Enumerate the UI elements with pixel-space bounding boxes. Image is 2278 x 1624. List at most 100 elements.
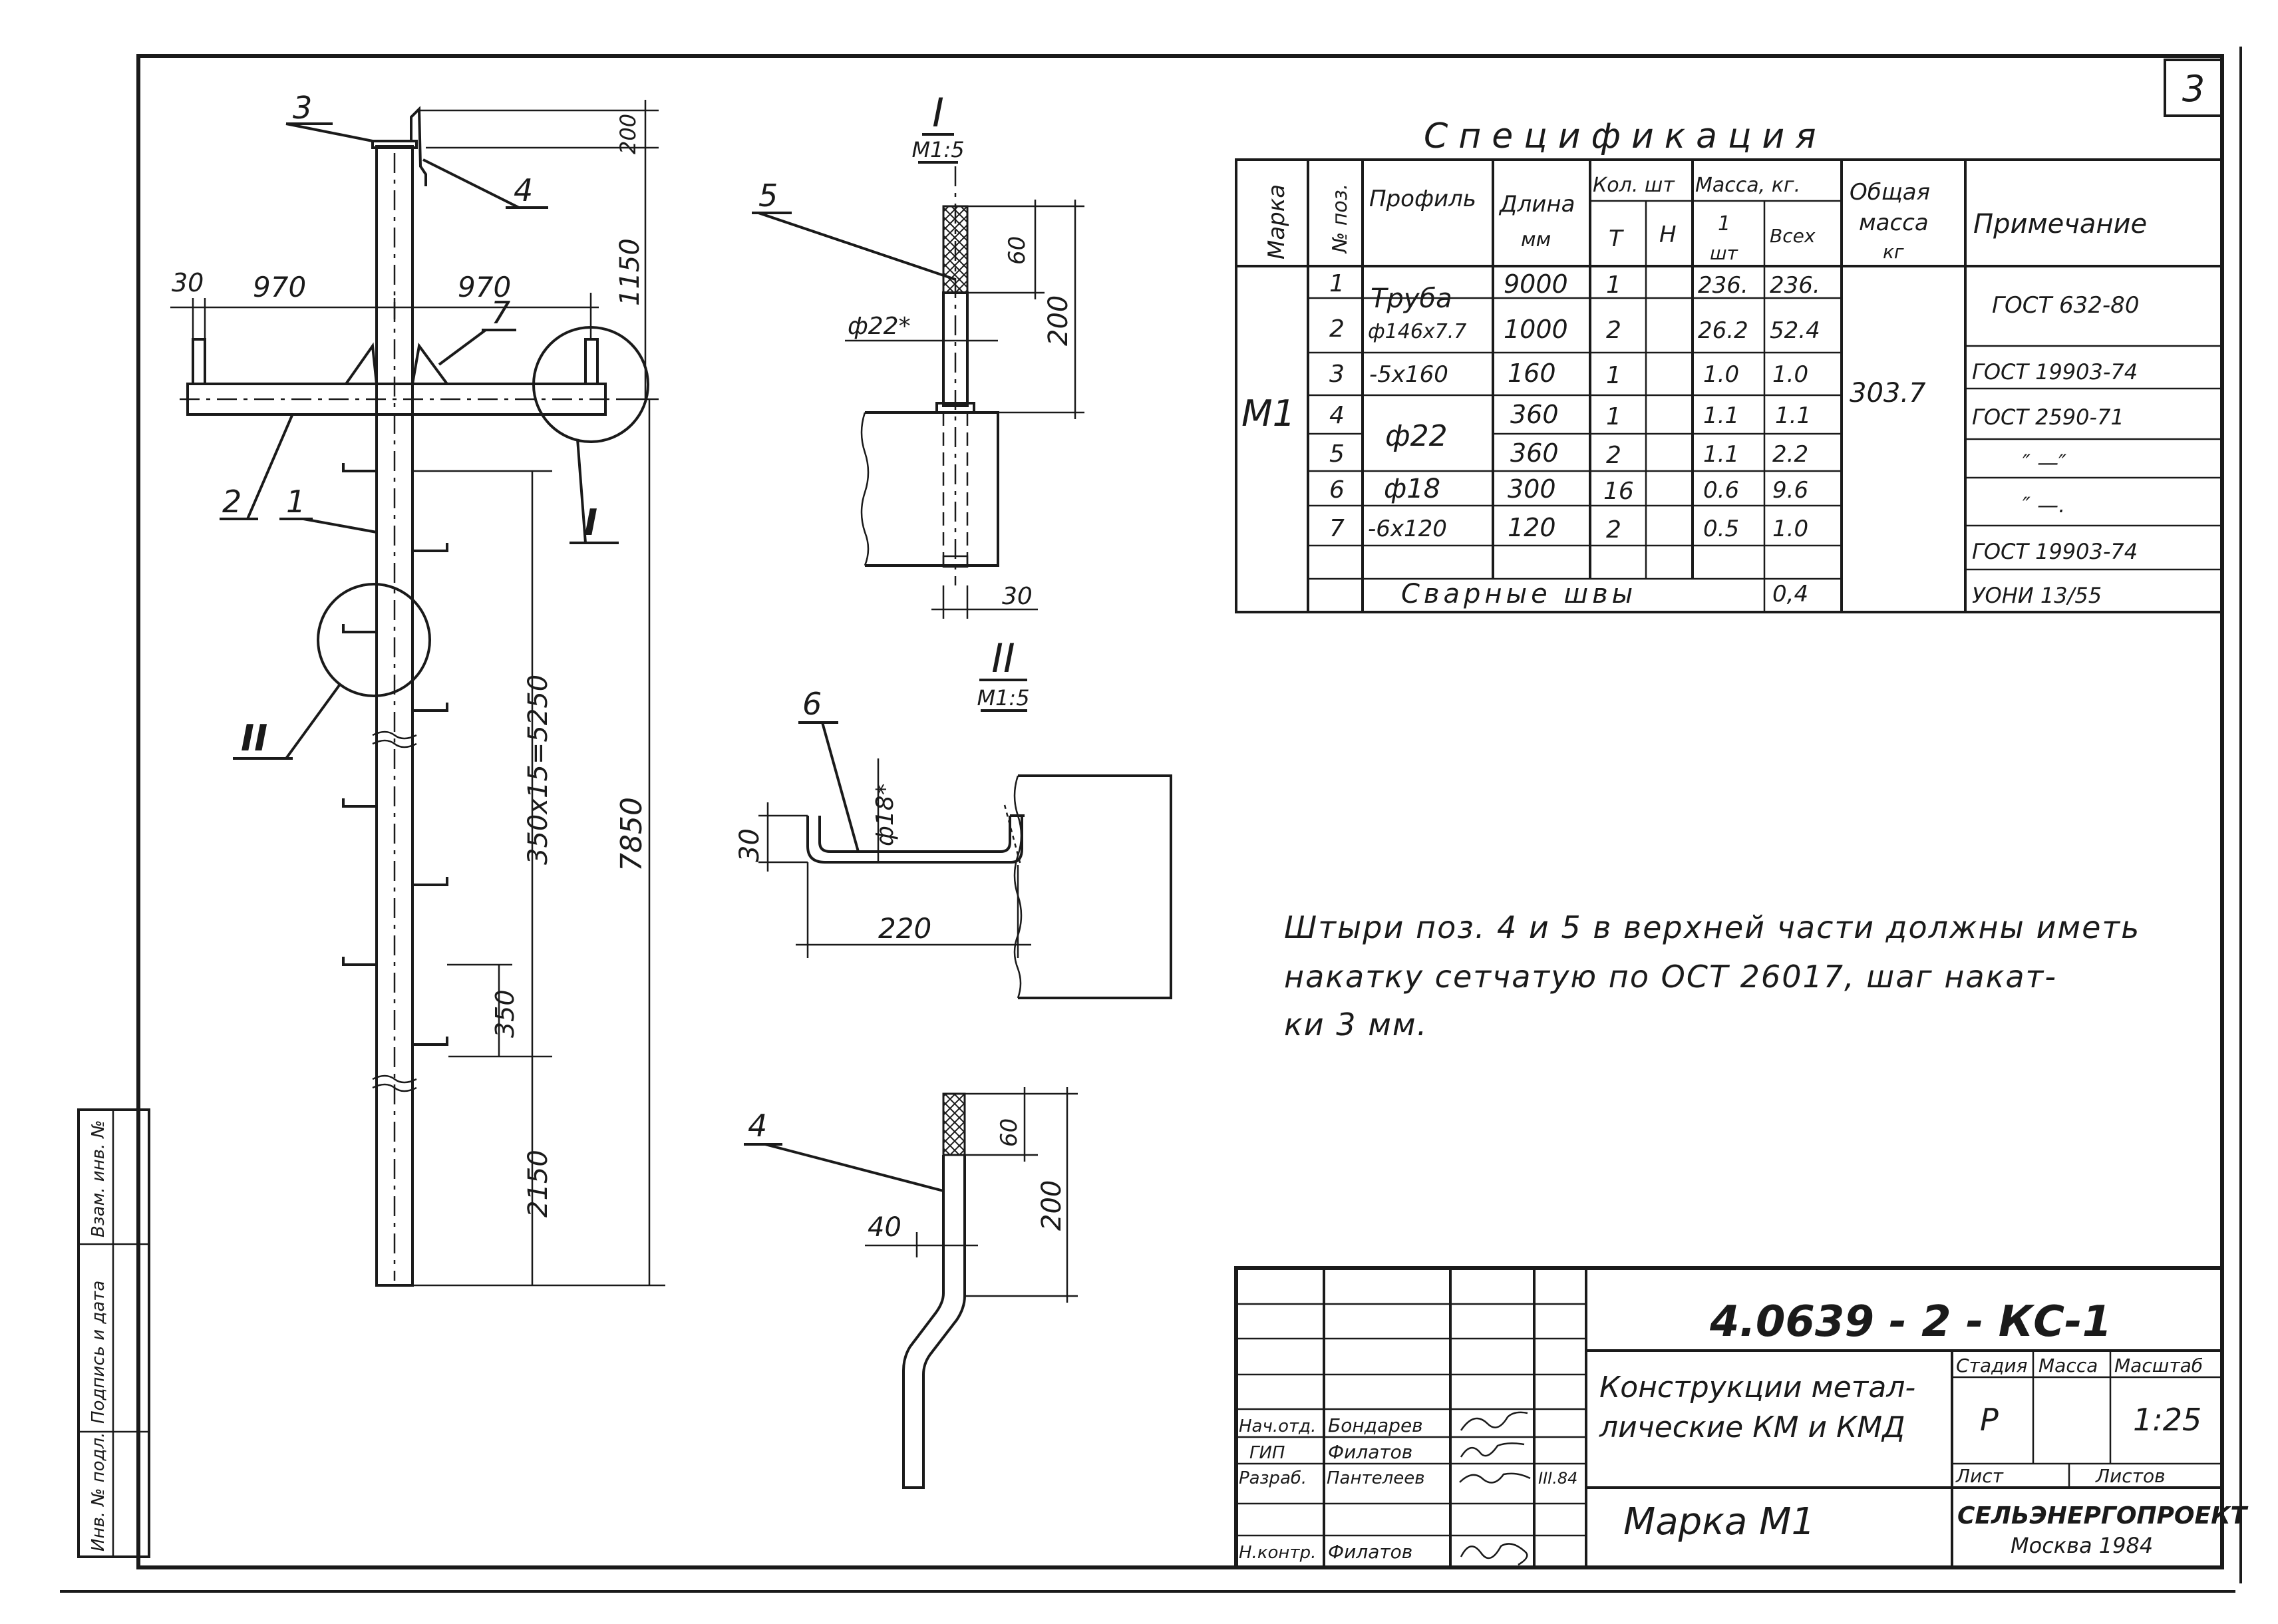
detail-pin-dim-200: 200 (1037, 1180, 1067, 1231)
dim-1150: 1150 (615, 238, 645, 306)
spec-row-6-mall: 9.6 (1772, 477, 1808, 504)
spec-row-1-pos: 1 (1329, 270, 1345, 297)
dim-970-right: 970 (458, 271, 511, 303)
tb-code: 4.0639 - 2 - КС-1 (1709, 1297, 2112, 1347)
tb-mark: Марка М1 (1623, 1500, 1815, 1543)
spec-note-5: ″ —. (2023, 492, 2065, 518)
sheet-frame (136, 54, 2224, 1569)
spec-h-profile: Профиль (1369, 186, 1476, 212)
detail-I-dim-30: 30 (1002, 583, 1033, 610)
sheet-number: 3 (2182, 68, 2205, 110)
tb-role-1: Нач.отд. (1239, 1416, 1316, 1436)
tb-role-4: Н.контр. (1239, 1543, 1316, 1563)
spec-h-mass-pc: шт (1710, 242, 1738, 264)
dim-7850: 7850 (615, 797, 649, 872)
side-stamp-inv: Инв. № подл. (88, 1432, 108, 1551)
spec-row-6-qty: 16 (1603, 478, 1634, 505)
tb-stage-h: Стадия (1956, 1355, 2027, 1377)
dim-5250: 350х15=5250 (523, 675, 554, 865)
general-note: Штыри поз. 4 и 5 в верхней части должны … (1284, 909, 2139, 1043)
spec-row-6-m1: 0.6 (1703, 477, 1739, 504)
spec-row-7-profile: -6х120 (1368, 516, 1447, 542)
side-stamp-replace: Взам. инв. № (88, 1120, 108, 1237)
tb-name-4: Филатов (1328, 1541, 1412, 1563)
detail-I: I М1:5 5 ф22* 60 200 30 (752, 90, 1084, 619)
tb-name-a: Конструкции метал- (1599, 1371, 1915, 1404)
note-line-2: накатку сетчатую по ОСТ 26017, шаг накат… (1284, 959, 2057, 995)
spec-row-3-m1: 1.0 (1703, 361, 1739, 388)
spec-row-6-pos: 6 (1329, 476, 1345, 504)
spec-row-4-mall: 1.1 (1775, 403, 1811, 429)
sheet-number-box (2164, 59, 2223, 117)
spec-row-5-m1: 1.1 (1703, 441, 1739, 468)
spec-row-4-profile: ф22 (1385, 419, 1448, 453)
spec-row-3-length: 160 (1508, 359, 1556, 388)
spec-note-3: ГОСТ 2590-71 (1972, 405, 2124, 430)
detail-I-dim-60: 60 (1004, 236, 1031, 265)
tb-sheet-h: Лист (1955, 1465, 2004, 1487)
spec-row-2-pos: 2 (1329, 315, 1345, 343)
spec-row-7-mall: 1.0 (1772, 516, 1808, 542)
spec-note-6: ГОСТ 19903-74 (1972, 539, 2138, 564)
dim-2150: 2150 (523, 1150, 554, 1218)
callout-7: 7 (491, 295, 510, 331)
spec-row-5-pos: 5 (1329, 440, 1345, 468)
detail-II-scale: М1:5 (977, 685, 1029, 711)
spec-row-1-mall: 236. (1770, 272, 1820, 299)
callout-II: II (241, 717, 267, 759)
spec-h-mass-1: 1 (1718, 212, 1730, 236)
spec-table: Спецификация Марка № поз. Профиль Длина (1235, 116, 2223, 613)
spec-h-total-b: масса (1859, 210, 1929, 236)
spec-row-7-m1: 0.5 (1703, 516, 1739, 542)
spec-row-7-length: 120 (1508, 513, 1556, 542)
spec-row-5-length: 360 (1510, 438, 1559, 468)
spec-note-2: ГОСТ 19903-74 (1972, 359, 2138, 385)
spec-row-1-length: 9000 (1504, 269, 1568, 299)
side-stamp-signature: Подпись и дата (88, 1281, 108, 1424)
spec-title: Спецификация (1424, 116, 1827, 156)
detail-pin-4: 4 60 200 40 (744, 1087, 1078, 1489)
detail-II-label: II (991, 635, 1015, 682)
tb-role-3: Разраб. (1239, 1468, 1307, 1488)
spec-row-7-qty: 2 (1606, 516, 1621, 544)
detail-I-label: I (932, 90, 944, 136)
callout-3: 3 (293, 90, 312, 126)
spec-total-mass: 303.7 (1850, 378, 1926, 408)
spec-h-total: Общая (1850, 179, 1930, 206)
spec-h-qty-n: Н (1659, 222, 1677, 248)
detail-I-diameter: ф22* (848, 313, 911, 340)
spec-h-qty: Кол. шт (1593, 174, 1675, 197)
main-pole-view: 3 4 7 2 1 I II 200 1150 30 970 (170, 90, 665, 1287)
tb-mass-h: Масса (2038, 1355, 2098, 1377)
spec-row-3-mall: 1.0 (1772, 361, 1808, 388)
note-line-3: ки 3 мм. (1284, 1007, 1428, 1043)
spec-row-5-qty: 2 (1606, 442, 1621, 469)
dim-350: 350 (490, 989, 520, 1038)
spec-row-4-qty: 1 (1606, 403, 1621, 430)
tb-org-b: Москва 1984 (2011, 1533, 2153, 1558)
detail-II-dim-30: 30 (734, 828, 765, 862)
detail-pin-callout-4: 4 (748, 1108, 767, 1144)
spec-welds-mass: 0,4 (1772, 581, 1808, 607)
spec-welds-label: Сварные швы (1401, 579, 1637, 609)
dim-200-top: 200 (615, 114, 641, 154)
detail-I-dim-200: 200 (1043, 295, 1074, 346)
spec-h-pos: № поз. (1329, 184, 1352, 254)
tb-sheets-h: Листов (2095, 1465, 2166, 1487)
tb-role-2: ГИП (1249, 1443, 1285, 1463)
tb-name-3: Пантелеев (1327, 1468, 1425, 1488)
spec-row-1-qty: 1 (1606, 271, 1621, 299)
signature-2 (1460, 1442, 1525, 1458)
spec-row-1-m1: 236. (1698, 272, 1748, 299)
spec-row-3-profile: -5х160 (1369, 361, 1448, 388)
detail-pin-dim-40: 40 (868, 1212, 901, 1243)
spec-row-3-qty: 1 (1606, 362, 1621, 389)
detail-II: II М1:5 6 ф18* 30 220 (734, 635, 1172, 999)
tb-org-a: СЕЛЬЭНЕРГОПРОЕКТ (1957, 1502, 2249, 1530)
spec-row-4-m1: 1.1 (1703, 403, 1739, 429)
spec-row-6-profile: ф18 (1384, 474, 1440, 504)
detail-pin-dim-60: 60 (996, 1118, 1023, 1147)
spec-note-7: УОНИ 13/55 (1972, 583, 2102, 608)
spec-h-length: Длина (1498, 191, 1575, 218)
